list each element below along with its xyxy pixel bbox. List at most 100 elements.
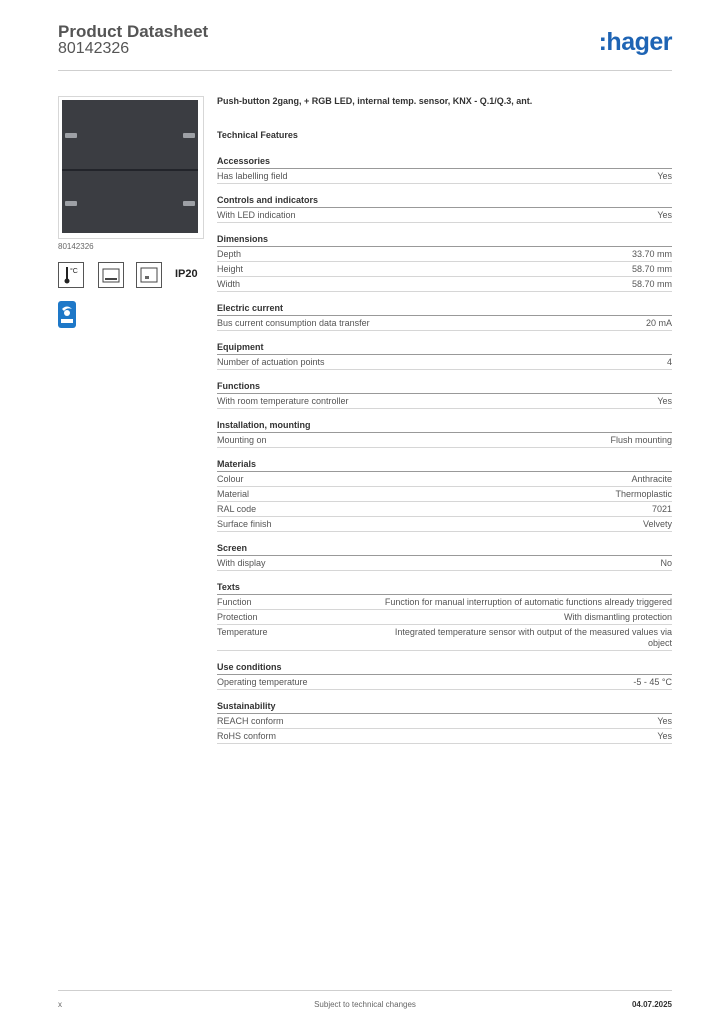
feature-value: Yes [657, 210, 672, 220]
section-heading: Texts [217, 582, 672, 595]
feature-label: Height [217, 264, 244, 274]
product-image [58, 96, 204, 239]
footer-date: 04.07.2025 [631, 1000, 672, 1009]
feature-row: Function Function for manual interruption… [217, 595, 672, 610]
section-heading: Sustainability [217, 701, 672, 714]
page-header: Product Datasheet 80142326 :hager [58, 20, 673, 71]
thermometer-icon: °C [58, 262, 84, 288]
feature-row: Width 58.70 mm [217, 277, 672, 292]
feature-label: Mounting on [217, 435, 267, 445]
led-indicator [183, 133, 195, 138]
feature-row: Colour Anthracite [217, 472, 672, 487]
certification-icon [58, 301, 76, 328]
push-button-plate [62, 100, 198, 233]
feature-label: Function [217, 597, 252, 607]
feature-label: Has labelling field [217, 171, 288, 181]
feature-value: 7021 [651, 504, 672, 514]
section-heading: Electric current [217, 303, 672, 316]
feature-value: Flush mounting [610, 435, 672, 445]
page-title: Product Datasheet [58, 22, 209, 41]
section-heading: Dimensions [217, 234, 672, 247]
led-indicator [65, 201, 77, 206]
feature-row: Mounting on Flush mounting [217, 433, 672, 448]
feature-value: No [660, 558, 672, 568]
feature-row: RAL code 7021 [217, 502, 672, 517]
feature-row: Has labelling field Yes [217, 169, 672, 184]
feature-row: Operating temperature -5 - 45 °C [217, 675, 672, 690]
feature-value: 20 mA [645, 318, 672, 328]
section-heading: Materials [217, 459, 672, 472]
product-title: Push-button 2gang, + RGB LED, internal t… [217, 96, 533, 106]
feature-row: Depth 33.70 mm [217, 247, 672, 262]
section-heading: Installation, mounting [217, 420, 672, 433]
feature-row: Bus current consumption data transfer 20 … [217, 316, 672, 331]
feature-label: Colour [217, 474, 244, 484]
feature-value: 4 [666, 357, 672, 367]
feature-label: With display [217, 558, 266, 568]
feature-value: Anthracite [631, 474, 672, 484]
feature-value: -5 - 45 °C [633, 677, 672, 687]
feature-value: Integrated temperature sensor with outpu… [394, 627, 672, 648]
feature-row: With room temperature controller Yes [217, 394, 672, 409]
footer-left: x [58, 1000, 62, 1009]
hager-logo: :hager [598, 28, 673, 56]
footer-note: Subject to technical changes [314, 1000, 416, 1009]
feature-value: Yes [657, 171, 672, 181]
feature-value: 58.70 mm [631, 264, 672, 274]
feature-label: Width [217, 279, 241, 289]
feature-label: REACH conform [217, 716, 284, 726]
feature-value: Yes [657, 396, 672, 406]
feature-value: 58.70 mm [631, 279, 672, 289]
feature-label: With room temperature controller [217, 396, 349, 406]
feature-label: Material [217, 489, 250, 499]
feature-value: 33.70 mm [631, 249, 672, 259]
display-icon [136, 262, 162, 288]
section-heading: Equipment [217, 342, 672, 355]
feature-label: With LED indication [217, 210, 296, 220]
content-column: Push-button 2gang, + RGB LED, internal t… [217, 96, 672, 755]
led-indicator [183, 201, 195, 206]
led-indicator [65, 133, 77, 138]
svg-text:°C: °C [70, 267, 78, 275]
feature-row: Material Thermoplastic [217, 487, 672, 502]
feature-row: With LED indication Yes [217, 208, 672, 223]
feature-value: Function for manual interruption of auto… [384, 597, 672, 607]
feature-label: Bus current consumption data transfer [217, 318, 370, 328]
feature-row: RoHS conform Yes [217, 729, 672, 744]
features-heading: Technical Features [217, 130, 298, 140]
feature-value: Thermoplastic [615, 489, 672, 499]
feature-label: Depth [217, 249, 242, 259]
section-heading: Functions [217, 381, 672, 394]
feature-label: Number of actuation points [217, 357, 325, 367]
labelling-field-icon [98, 262, 124, 288]
feature-label: RAL code [217, 504, 257, 514]
feature-label: RoHS conform [217, 731, 277, 741]
feature-label: Protection [217, 612, 258, 622]
page-footer: x Subject to technical changes 04.07.202… [58, 990, 672, 1013]
section-heading: Use conditions [217, 662, 672, 675]
feature-row: With display No [217, 556, 672, 571]
feature-value: Yes [657, 731, 672, 741]
section-heading: Controls and indicators [217, 195, 672, 208]
feature-label: Operating temperature [217, 677, 308, 687]
document-number: 80142326 [58, 40, 130, 57]
gang-divider [62, 169, 198, 171]
section-heading: Screen [217, 543, 672, 556]
feature-value: With dismantling protection [563, 612, 672, 622]
